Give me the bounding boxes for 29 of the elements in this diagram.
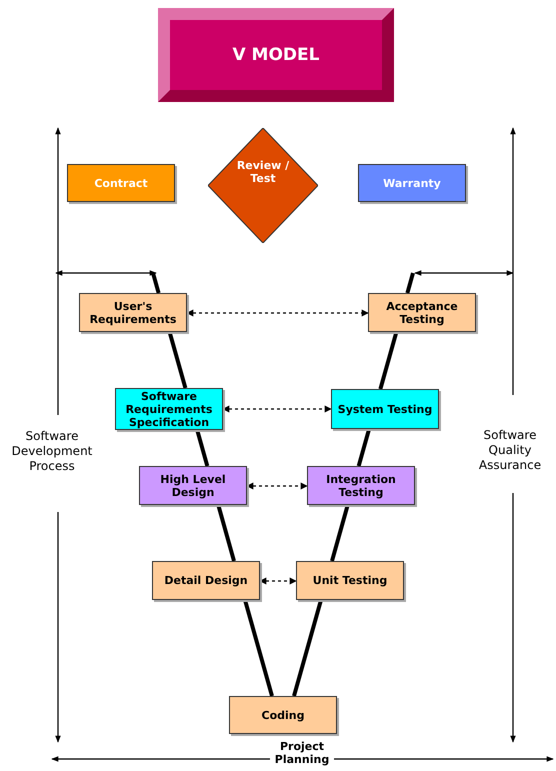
title-banner: V MODEL: [158, 8, 394, 102]
v-model-line: [216, 504, 236, 562]
process-box: Contract: [67, 164, 175, 202]
diamond-label: Review / Test: [236, 158, 290, 184]
process-box: System Testing: [331, 389, 439, 429]
arrow: [246, 482, 308, 490]
v-model-line: [330, 504, 350, 562]
process-box: High Level Design: [139, 466, 247, 505]
process-box: Integration Testing: [307, 466, 415, 505]
arrow: [186, 310, 369, 316]
axis-label: Software Quality Assurance: [478, 428, 542, 473]
process-box: Warranty: [358, 164, 466, 202]
process-box: User's Requirements: [79, 293, 187, 332]
process-box: Unit Testing: [296, 561, 404, 600]
v-model-line: [243, 599, 274, 697]
v-model-line: [356, 428, 372, 467]
process-box: Detail Design: [152, 561, 260, 600]
arrow: [259, 578, 297, 584]
axis-label: Project Planning: [270, 740, 334, 766]
v-model-line: [195, 429, 210, 467]
axis-label: Software Development Process: [10, 429, 94, 474]
v-model-line: [378, 331, 398, 390]
v-model-line: [292, 599, 323, 697]
arrow: [222, 406, 332, 412]
decision-diamond: [208, 128, 318, 243]
process-box: Software Requirements Specification: [115, 388, 223, 430]
process-box: Acceptance Testing: [368, 293, 476, 332]
process-box: Coding: [229, 696, 337, 734]
v-model-line: [168, 331, 188, 389]
